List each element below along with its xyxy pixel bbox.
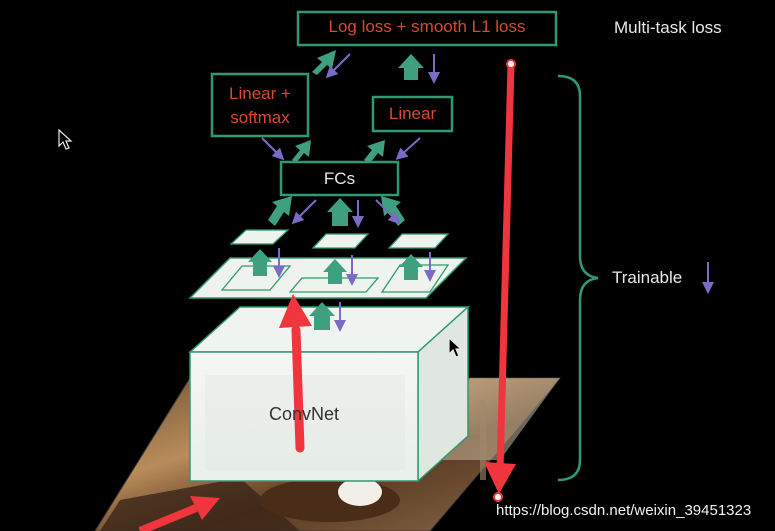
up-arrow bbox=[327, 198, 353, 226]
watermark: https://blog.csdn.net/weixin_39451323 bbox=[496, 502, 751, 519]
down-arrow bbox=[400, 138, 420, 156]
up-arrow bbox=[364, 140, 385, 163]
up-arrow bbox=[398, 54, 424, 80]
linear-label: Linear bbox=[373, 104, 452, 124]
horse-blaze bbox=[338, 478, 382, 506]
down-arrow bbox=[262, 138, 280, 156]
multitask-loss-label: Multi-task loss bbox=[614, 18, 722, 38]
linear-softmax-label-line2: softmax bbox=[212, 108, 308, 128]
up-arrow bbox=[292, 140, 311, 163]
trainable-bracket bbox=[558, 76, 598, 480]
up-arrow bbox=[381, 196, 405, 226]
linear-softmax-label-line1: Linear + bbox=[212, 84, 308, 104]
mouse-cursor-icon bbox=[59, 130, 71, 149]
convnet-label: ConvNet bbox=[190, 404, 418, 425]
roi-pooled-features bbox=[231, 230, 448, 248]
loss-box-label: Log loss + smooth L1 loss bbox=[298, 17, 556, 37]
down-arrow bbox=[296, 200, 316, 220]
trainable-label: Trainable bbox=[612, 268, 682, 288]
up-arrow bbox=[268, 196, 292, 226]
convnet-cube bbox=[190, 307, 468, 481]
fcs-label: FCs bbox=[281, 169, 398, 189]
